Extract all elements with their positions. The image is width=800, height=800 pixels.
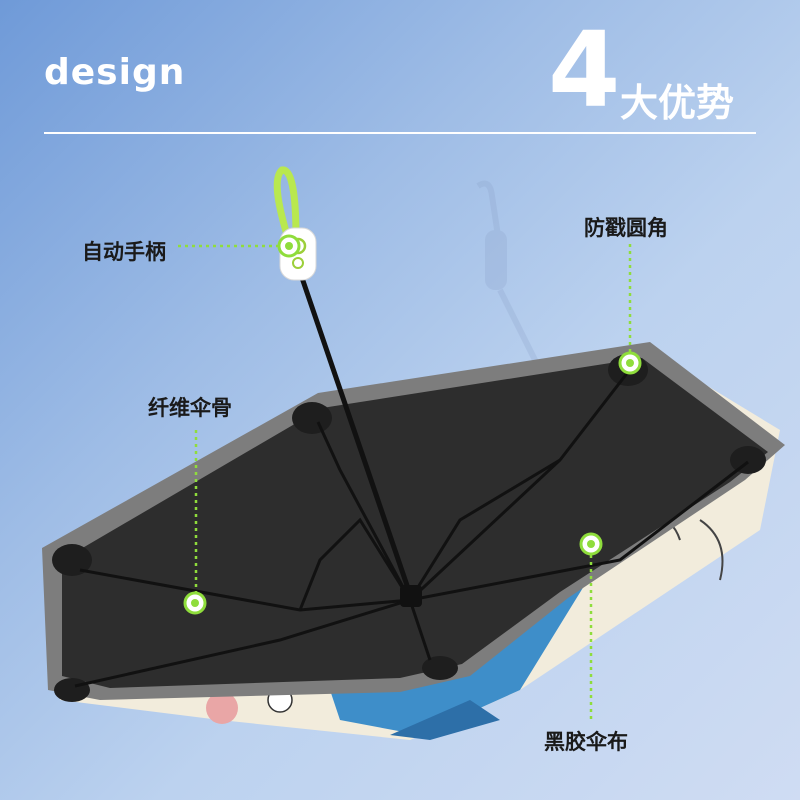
umbrella-shaft: [297, 271, 415, 601]
callout-marker-fabric: [579, 532, 603, 556]
callout-marker-rib: [183, 591, 207, 615]
print-character: [206, 692, 238, 724]
label-fiber-rib: 纤维伞骨: [148, 396, 232, 420]
design-heading: design: [44, 52, 186, 93]
big-number: 4: [548, 9, 621, 131]
canopy-interior: [62, 358, 768, 688]
label-auto-handle: 自动手柄: [82, 240, 166, 264]
runner: [400, 585, 422, 607]
label-black-coating-fabric: 黑胶伞布: [544, 730, 628, 754]
shadow-handle: [476, 180, 543, 372]
advantages-title: 大优势: [620, 81, 735, 125]
callout-marker-corner: [618, 351, 642, 375]
callout-lines: [178, 244, 632, 722]
callout-marker-handle: [277, 234, 301, 258]
fiber-ribs: [74, 371, 749, 688]
header-divider: [44, 132, 756, 134]
handle-strap: [273, 166, 300, 240]
label-anti-poke-corner: 防戳圆角: [584, 216, 668, 240]
